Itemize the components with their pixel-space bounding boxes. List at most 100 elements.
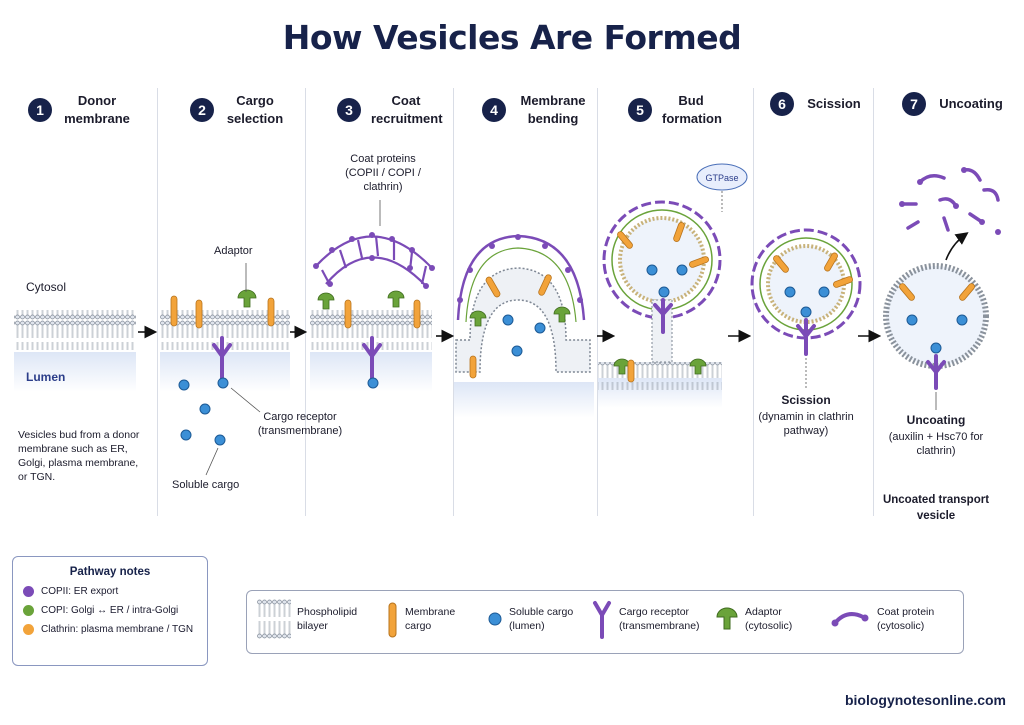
page-title: How Vesicles Are Formed (282, 18, 742, 57)
cargo-receptor-icon (926, 354, 946, 390)
soluble-cargo-icon (906, 314, 968, 354)
uncoated-vesicle-label: Uncoated transport vesicle (882, 494, 990, 522)
pathway-note-text: COPI: Golgi ↔ ER / intra-Golgi (41, 605, 179, 616)
legend-text: Soluble cargo (lumen) (509, 606, 574, 632)
soluble-cargo-icon (502, 314, 546, 357)
step-number: 5 (628, 98, 652, 122)
legend-text: Phospholipid bilayer (297, 606, 358, 632)
soluble-cargo-icon (367, 377, 379, 389)
coat-protein-icon (831, 612, 869, 627)
pathway-note: Clathrin: plasma membrane / TGN (23, 624, 207, 635)
membrane-cargo-icon (344, 299, 421, 329)
coat-lattice (465, 247, 577, 323)
membrane-cargo-icon (899, 283, 975, 301)
coat-proteins-label: Coat proteins (COPII / COPI / clathrin) (345, 153, 421, 193)
step-title: Scission (807, 96, 861, 111)
step-number: 3 (337, 98, 361, 122)
legend-text: Cargo receptor (transmembrane) (619, 606, 700, 632)
bending-bilayer (455, 267, 591, 373)
cargo-receptor-icon (653, 298, 673, 334)
phospholipid-bilayer-icon (257, 599, 291, 639)
step-title: Donor membrane (64, 93, 130, 126)
release-arrow (945, 232, 969, 261)
step-7-header: 7 Uncoating (902, 92, 1006, 116)
legend-item: Coat protein (cytosolic) (831, 599, 947, 639)
cargo-receptor-icon (593, 601, 611, 639)
soluble-cargo-icon (784, 286, 830, 318)
soluble-cargo-icon (217, 377, 229, 389)
adaptor-icon (237, 289, 257, 308)
lumen-label: Lumen (26, 370, 66, 384)
legend-text: Adaptor (cytosolic) (745, 606, 793, 632)
step-3-header: 3 Coat recruitment (337, 92, 443, 128)
lumen-region (14, 352, 136, 392)
membrane-cargo-icon (773, 252, 853, 288)
step-2-header: 2 Cargo selection (190, 92, 286, 128)
step-title: Uncoating (939, 96, 1003, 111)
column-divider (453, 88, 454, 516)
website-credit: biologynotesonline.com (844, 692, 1006, 708)
bilayer-membrane (14, 310, 136, 350)
soluble-cargo-icon (488, 612, 502, 626)
cargo-receptor-icon (212, 336, 232, 380)
donor-membrane-description: Vesicles bud from a donor membrane such … (18, 429, 140, 483)
lumen-region (454, 382, 594, 418)
clathrin-dot-icon (23, 624, 34, 635)
legend-item: Phospholipid bilayer (257, 599, 361, 639)
pointer-line (230, 387, 261, 413)
coat-protein-icon (313, 232, 435, 289)
gtpase-badge (696, 163, 748, 191)
step-number: 7 (902, 92, 926, 116)
step-title: Cargo selection (226, 93, 284, 126)
step-number: 6 (770, 92, 794, 116)
pathway-note: COPII: ER export (23, 586, 207, 597)
scission-label: Scission (781, 393, 831, 407)
membrane-cargo-icon (627, 359, 635, 383)
step-title: Membrane bending (520, 93, 586, 126)
soluble-cargo-label: Soluble cargo (172, 479, 240, 491)
coat-protein-icon (899, 167, 1001, 235)
pathway-notes-title: Pathway notes (69, 566, 151, 578)
membrane-cargo-icon (170, 295, 275, 329)
gtpase-label: GTPase (705, 173, 739, 183)
coat-protein-icon (457, 234, 583, 303)
coat-lattice (315, 235, 433, 287)
copi-dot-icon (23, 605, 34, 616)
soluble-cargo-icon (178, 379, 226, 446)
pathway-note-text: Clathrin: plasma membrane / TGN (41, 624, 194, 635)
column-divider (753, 88, 754, 516)
column-divider (305, 88, 306, 516)
step-number: 2 (190, 98, 214, 122)
pathway-note: COPI: Golgi ↔ ER / intra-Golgi (23, 605, 207, 616)
soluble-cargo-icon (646, 264, 688, 298)
membrane-cargo-icon (388, 602, 397, 638)
adaptor-label: Adaptor (214, 245, 253, 257)
cytosol-label: Cytosol (26, 280, 67, 294)
cargo-receptor-label: Cargo receptor (transmembrane) (257, 411, 343, 437)
step-number: 1 (28, 98, 52, 122)
scission-description: (dynamin in clathrin pathway) (758, 411, 854, 437)
legend-item: Cargo receptor (transmembrane) (591, 599, 711, 639)
uncoating-label: Uncoating (906, 413, 966, 427)
step-title: Bud formation (662, 93, 722, 126)
cargo-receptor-icon (796, 318, 816, 356)
copii-dot-icon (23, 586, 34, 597)
legend-item: Membrane cargo (385, 599, 459, 639)
step-6-header: 6 Scission (770, 92, 864, 116)
column-divider (157, 88, 158, 516)
legend-item: Soluble cargo (lumen) (487, 599, 593, 639)
legend-text: Coat protein (cytosolic) (877, 606, 935, 632)
pathway-note-text: COPII: ER export (41, 586, 119, 597)
legend-item: Adaptor (cytosolic) (715, 599, 807, 639)
adaptor-icon (469, 306, 571, 327)
step-5-header: 5 Bud formation (628, 92, 722, 128)
step-1-header: 1 Donor membrane (28, 92, 132, 128)
pathway-notes-panel: Pathway notes COPII: ER export COPI: Gol… (12, 556, 208, 666)
legend-text: Membrane cargo (405, 606, 456, 632)
step-number: 4 (482, 98, 506, 122)
step-4-header: 4 Membrane bending (482, 92, 590, 128)
membrane-cargo-icon (617, 222, 709, 268)
column-divider (597, 88, 598, 516)
legend-panel: Phospholipid bilayer Membrane cargo Solu… (246, 590, 964, 654)
